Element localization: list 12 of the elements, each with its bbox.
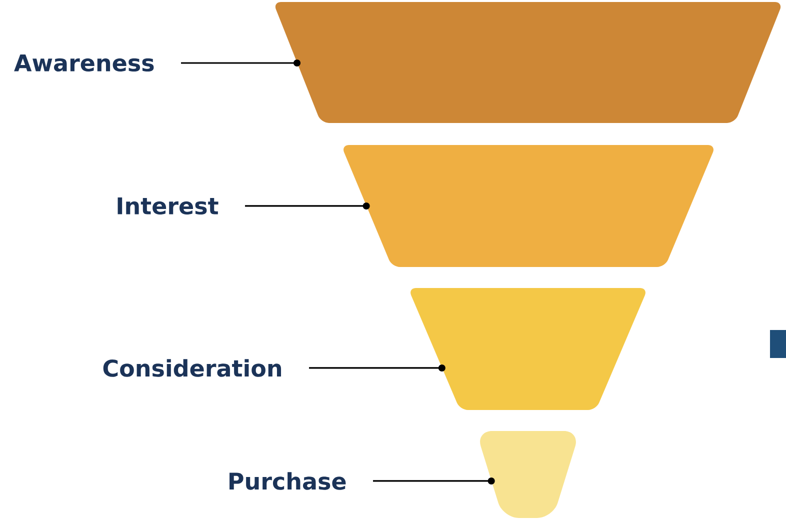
funnel-segment	[410, 288, 646, 410]
funnel-segment	[344, 144, 714, 267]
funnel-segment	[480, 430, 576, 518]
stage-label: Purchase	[230, 472, 346, 490]
stage-label: Interest	[118, 197, 218, 215]
stage-label: Consideration	[103, 359, 282, 377]
leader-line	[245, 202, 370, 210]
funnel-segment	[275, 2, 781, 123]
stage-label: Awareness	[14, 54, 154, 72]
leader-line	[309, 364, 446, 372]
leader-line	[373, 477, 495, 484]
leader-line	[181, 60, 300, 66]
